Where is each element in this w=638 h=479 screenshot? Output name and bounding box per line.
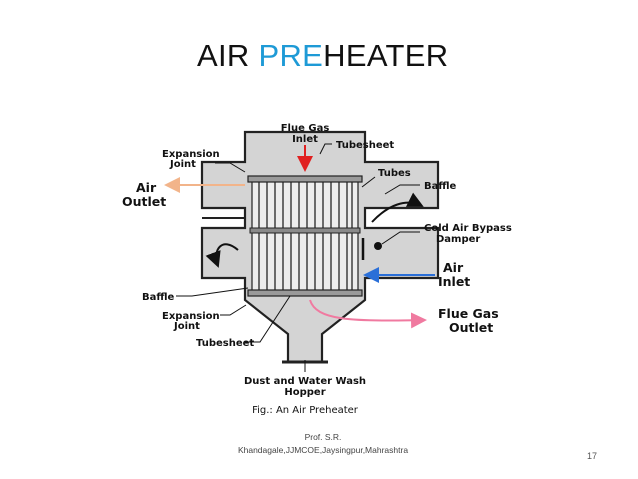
leader-lines xyxy=(176,143,420,372)
label-flue-gas-outlet-2: Outlet xyxy=(449,320,493,335)
footer-line-2: Khandagale,JJMCOE,Jaysingpur,Mahrashtra xyxy=(237,445,409,455)
air-preheater-diagram: Flue Gas Inlet Tubesheet Expansion Joint… xyxy=(122,123,512,416)
label-expansion-joint-bottom-2: Joint xyxy=(173,321,200,332)
label-expansion-joint-top-1: Expansion xyxy=(162,149,220,160)
label-air-outlet-1: Air xyxy=(136,180,157,195)
flue-gas-outlet-arrow xyxy=(309,299,427,329)
page-number: 17 xyxy=(587,451,598,461)
footer-line-1: Prof. S.R. xyxy=(304,432,342,442)
bypass-damper xyxy=(361,238,382,260)
label-flue-gas-inlet-1: Flue Gas xyxy=(281,123,330,134)
tube-bundle xyxy=(247,175,363,297)
label-tubesheet-top: Tubesheet xyxy=(336,140,394,151)
slide-title: AIR PREHEATER xyxy=(197,38,448,74)
label-hopper-1: Dust and Water Wash xyxy=(244,376,366,387)
label-cold-air-bypass-2: Damper xyxy=(436,234,480,245)
slide-footer: Prof. S.R. Khandagale,JJMCOE,Jaysingpur,… xyxy=(230,431,416,457)
title-accent: PRE xyxy=(258,38,324,73)
label-flue-gas-inlet-2: Inlet xyxy=(292,134,318,145)
label-baffle-right: Baffle xyxy=(424,181,457,192)
label-tubesheet-bottom: Tubesheet xyxy=(196,338,254,349)
label-expansion-joint-bottom-1: Expansion xyxy=(162,311,220,322)
label-flue-gas-outlet-1: Flue Gas xyxy=(438,306,499,321)
label-baffle-left: Baffle xyxy=(142,292,175,303)
flow-swirls xyxy=(205,192,424,268)
figure-caption: Fig.: An Air Preheater xyxy=(252,405,359,416)
title-part-1: AIR xyxy=(197,38,259,73)
label-hopper-2: Hopper xyxy=(284,387,325,398)
label-tubes: Tubes xyxy=(378,168,411,179)
label-cold-air-bypass-1: Cold Air Bypass xyxy=(424,223,512,234)
label-expansion-joint-top-2: Joint xyxy=(169,159,196,170)
label-air-inlet-1: Air xyxy=(443,260,464,275)
label-air-inlet-2: Inlet xyxy=(438,274,470,289)
title-part-2: HEATER xyxy=(323,38,449,73)
label-air-outlet-2: Outlet xyxy=(122,194,166,209)
diagram-labels: Flue Gas Inlet Tubesheet Expansion Joint… xyxy=(122,123,512,416)
